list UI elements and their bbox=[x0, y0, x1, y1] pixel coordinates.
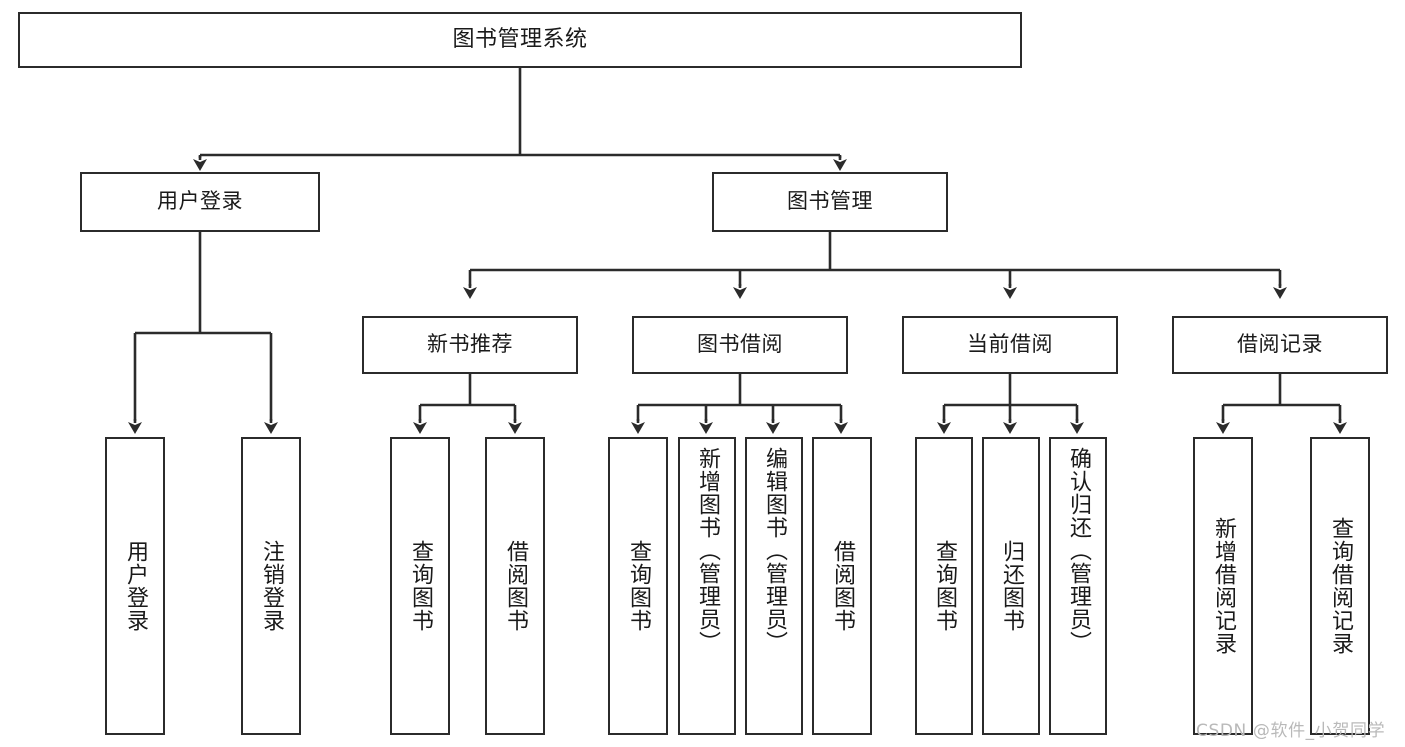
leaf-borrow-add-book-admin[interactable]: 新增图书（管理员） bbox=[678, 437, 736, 735]
node-user-login-label: 用户登录 bbox=[157, 189, 243, 214]
leaf-user-login-logout[interactable]: 注销登录 bbox=[241, 437, 301, 735]
csdn-watermark: CSDN @软件_小贺同学 bbox=[1196, 721, 1386, 741]
leaf-recommend-borrow-book-label: 借阅图书 bbox=[502, 540, 528, 632]
leaf-current-query-book[interactable]: 查询图书 bbox=[915, 437, 973, 735]
leaf-records-add-record-label: 新增借阅记录 bbox=[1210, 517, 1236, 655]
leaf-records-query-record-label: 查询借阅记录 bbox=[1327, 517, 1353, 655]
leaf-borrow-borrow-book[interactable]: 借阅图书 bbox=[812, 437, 872, 735]
leaf-recommend-query-book[interactable]: 查询图书 bbox=[390, 437, 450, 735]
leaf-user-login-logout-label: 注销登录 bbox=[258, 540, 284, 632]
leaf-records-add-record[interactable]: 新增借阅记录 bbox=[1193, 437, 1253, 735]
leaf-current-confirm-return-admin[interactable]: 确认归还（管理员） bbox=[1049, 437, 1107, 735]
node-book-management-label: 图书管理 bbox=[787, 189, 873, 214]
leaf-recommend-borrow-book[interactable]: 借阅图书 bbox=[485, 437, 545, 735]
node-new-book-recommend-label: 新书推荐 bbox=[427, 332, 513, 357]
node-user-login[interactable]: 用户登录 bbox=[80, 172, 320, 232]
node-current-borrow[interactable]: 当前借阅 bbox=[902, 316, 1118, 374]
leaf-borrow-add-book-admin-label: 新增图书（管理员） bbox=[694, 447, 720, 654]
leaf-current-return-book[interactable]: 归还图书 bbox=[982, 437, 1040, 735]
node-book-management[interactable]: 图书管理 bbox=[712, 172, 948, 232]
leaf-current-return-book-label: 归还图书 bbox=[998, 540, 1024, 632]
node-root-system[interactable]: 图书管理系统 bbox=[18, 12, 1022, 68]
node-borrow-records[interactable]: 借阅记录 bbox=[1172, 316, 1388, 374]
node-current-borrow-label: 当前借阅 bbox=[967, 332, 1053, 357]
leaf-borrow-query-book-label: 查询图书 bbox=[625, 540, 651, 632]
leaf-current-query-book-label: 查询图书 bbox=[931, 540, 957, 632]
leaf-records-query-record[interactable]: 查询借阅记录 bbox=[1310, 437, 1370, 735]
node-root-label: 图书管理系统 bbox=[452, 26, 588, 52]
leaf-user-login-login[interactable]: 用户登录 bbox=[105, 437, 165, 735]
leaf-recommend-query-book-label: 查询图书 bbox=[407, 540, 433, 632]
node-book-borrow-label: 图书借阅 bbox=[697, 332, 783, 357]
node-book-borrow[interactable]: 图书借阅 bbox=[632, 316, 848, 374]
leaf-borrow-borrow-book-label: 借阅图书 bbox=[829, 540, 855, 632]
leaf-borrow-edit-book-admin-label: 编辑图书（管理员） bbox=[761, 447, 787, 654]
leaf-borrow-edit-book-admin[interactable]: 编辑图书（管理员） bbox=[745, 437, 803, 735]
leaf-user-login-login-label: 用户登录 bbox=[122, 540, 148, 632]
node-new-book-recommend[interactable]: 新书推荐 bbox=[362, 316, 578, 374]
node-borrow-records-label: 借阅记录 bbox=[1237, 332, 1323, 357]
leaf-current-confirm-return-admin-label: 确认归还（管理员） bbox=[1065, 447, 1091, 654]
leaf-borrow-query-book[interactable]: 查询图书 bbox=[608, 437, 668, 735]
